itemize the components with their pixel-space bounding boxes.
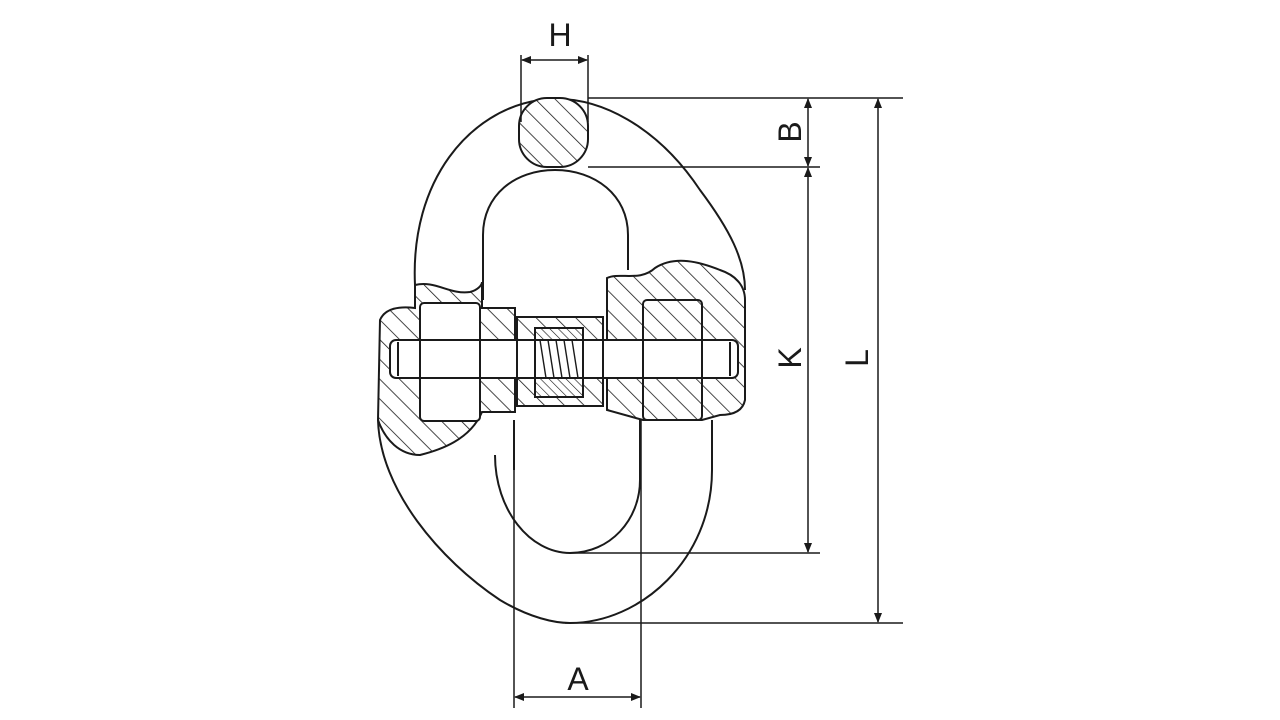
lower-link-outline [377, 419, 713, 625]
lower-link-opening [494, 420, 641, 555]
top-section [518, 97, 589, 168]
upper-link-opening [482, 168, 629, 300]
dim-B-label: B [772, 121, 808, 142]
dim-A-label: A [567, 661, 589, 697]
dim-L-label: L [839, 349, 875, 367]
dim-H-label: H [548, 17, 571, 53]
upper-link-outline [413, 98, 746, 291]
pin-section [376, 259, 746, 457]
dim-K-label: K [772, 347, 808, 368]
